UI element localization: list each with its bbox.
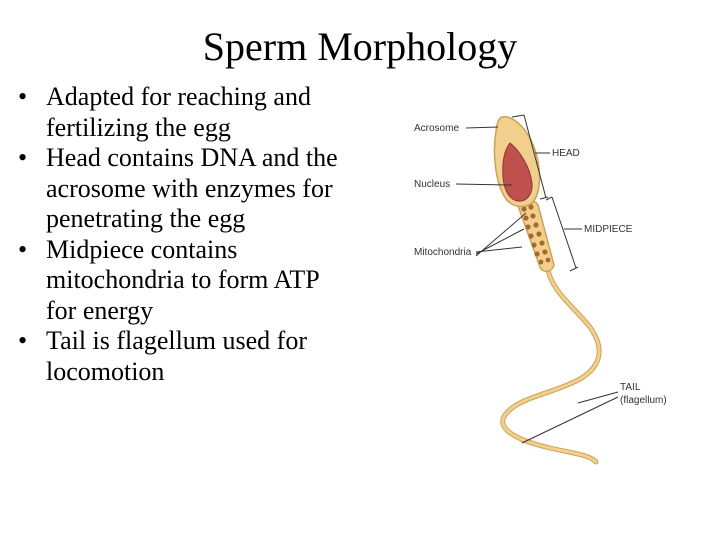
slide-title: Sperm Morphology <box>202 24 518 69</box>
bullet-icon: • <box>18 82 28 111</box>
mitochondria-dots <box>521 204 551 265</box>
label-acrosome: Acrosome <box>414 123 459 134</box>
bullet-text: Midpiece contains mitochondria to form A… <box>46 234 319 325</box>
nucleus-shape <box>502 142 533 202</box>
bullet-icon: • <box>18 234 28 264</box>
bullet-icon: • <box>18 326 28 355</box>
sperm-diagram: Acrosome Nucleus Mitochondria HEAD MIDPI… <box>414 114 667 465</box>
midpiece-bracket <box>545 196 582 272</box>
label-head: HEAD <box>552 148 580 159</box>
bullet-item: • Midpiece contains mitochondria to form … <box>18 235 348 327</box>
label-midpiece: MIDPIECE <box>584 224 633 235</box>
label-mitochondria: Mitochondria <box>414 247 472 258</box>
bullet-icon: • <box>18 143 28 172</box>
tail-flagellum <box>500 262 602 465</box>
bullet-text: Adapted for reaching and fertilizing the… <box>46 82 311 142</box>
head-bracket <box>511 114 550 200</box>
bullet-list: • Adapted for reaching and fertilizing th… <box>18 82 348 387</box>
bullet-item: • Adapted for reaching and fertilizing th… <box>18 82 348 143</box>
label-nucleus: Nucleus <box>414 179 450 190</box>
bullet-text: Tail is flagellum used for locomotion <box>46 326 308 386</box>
bullet-item: • Head contains DNA and the acrosome with… <box>18 143 348 235</box>
tail-flagellum-inner <box>501 263 601 464</box>
label-flagellum: (flagellum) <box>620 395 667 406</box>
bullet-item: • Tail is flagellum used for locomotion <box>18 326 348 387</box>
leader-lines <box>455 126 619 444</box>
bullet-text: Head contains DNA and the acrosome with … <box>46 143 338 233</box>
label-tail: TAIL <box>620 382 641 393</box>
